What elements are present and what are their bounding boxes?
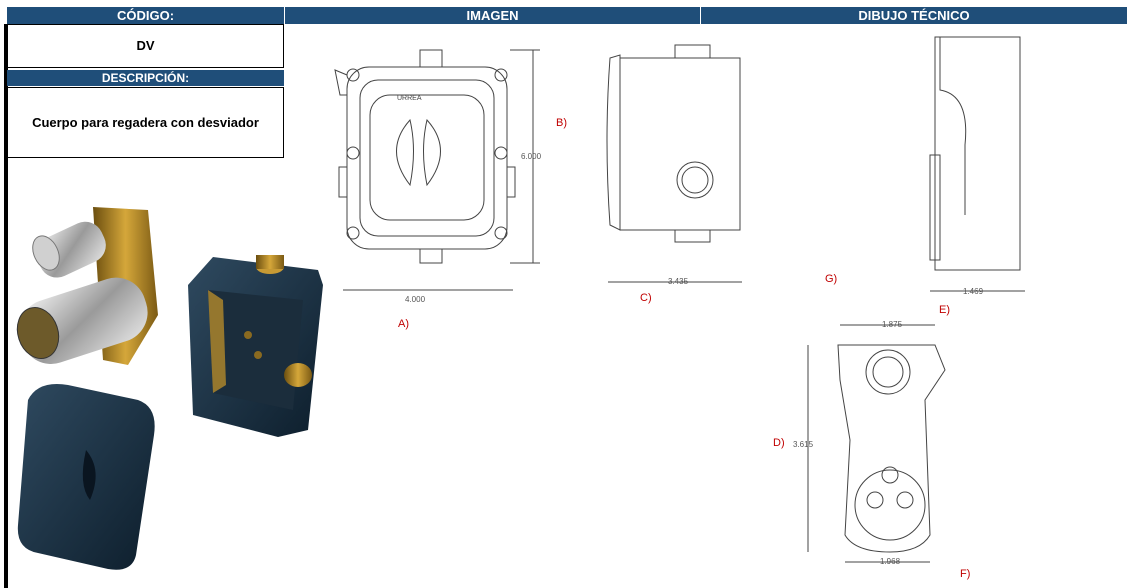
dim-front-width: 4.000 [405,295,426,304]
dim-top-width: 1.875 [882,320,903,329]
back-view-drawing [807,324,946,563]
dim-bottom-width: 1.968 [880,557,901,566]
description-value: Cuerpo para regadera con desviador [32,114,259,130]
side-view-2-drawing [929,36,1025,292]
side-view-drawing [606,44,742,283]
description-box: Cuerpo para regadera con desviador [7,87,284,158]
dim-side-width: 3.435 [668,277,689,286]
label-c: C) [640,292,652,304]
code-box: DV [7,24,284,68]
dim-front-height: 6.000 [521,152,542,161]
header-dibujo-tecnico: DIBUJO TÉCNICO [701,7,1127,24]
product-photo [16,207,323,570]
label-b: B) [556,117,567,129]
label-e: E) [939,304,950,316]
left-border [4,24,8,588]
label-f: F) [960,568,971,580]
front-view-drawing: URREA [334,49,540,291]
label-a: A) [398,318,409,330]
label-d: D) [773,437,785,449]
label-g: G) [825,273,838,285]
header-codigo: CÓDIGO: [7,7,285,24]
brand-logo: URREA [397,95,422,102]
code-value: DV [136,38,155,53]
dim-top-height: 3.615 [793,440,814,449]
descripcion-header: DESCRIPCIÓN: [7,70,284,86]
header-imagen: IMAGEN [285,7,701,24]
dim-side2-width: 1.469 [963,287,984,296]
